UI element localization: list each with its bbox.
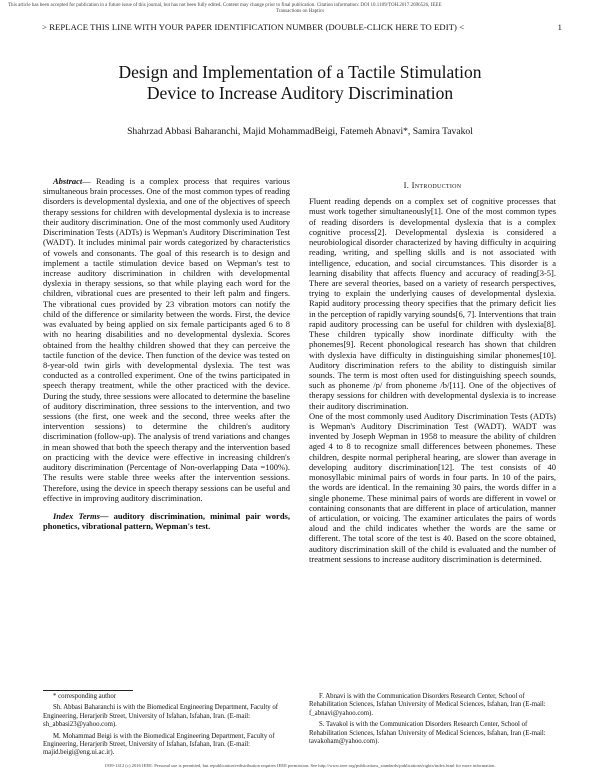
left-column: Abstract— Reading is a complex process t… bbox=[43, 176, 290, 531]
author-list: Shahrzad Abbasi Baharanchi, Majid Mohamm… bbox=[127, 126, 473, 137]
paper-title: Design and Implementation of a Tactile S… bbox=[40, 62, 560, 104]
publication-notice-line1: This article has been accepted for publi… bbox=[8, 3, 442, 8]
intro-paragraph-2: One of the most commonly used Auditory D… bbox=[309, 410, 556, 564]
footnote-corresponding: * corresponding author bbox=[53, 693, 117, 700]
index-terms-label: Index Terms bbox=[53, 511, 100, 521]
index-terms: Index Terms— auditory discrimination, mi… bbox=[43, 511, 290, 531]
title-line1: Design and Implementation of a Tactile S… bbox=[118, 62, 482, 82]
footnote-author-1: Sh. Abbasi Baharanchi is with the Biomed… bbox=[43, 704, 279, 729]
section-heading: I. Introduction bbox=[309, 180, 556, 190]
abstract-text: — Reading is a complex process that requ… bbox=[43, 176, 290, 503]
footnote-author-2: M. Mohammad Beigi is with the Biomedical… bbox=[43, 732, 275, 757]
intro-paragraph-1: Fluent reading depends on a complex set … bbox=[309, 196, 556, 411]
footnote-author-4: S. Tavakol is with the Communication Dis… bbox=[309, 721, 546, 746]
abstract: Abstract— Reading is a complex process t… bbox=[43, 176, 290, 503]
header-text: > REPLACE THIS LINE WITH YOUR PAPER IDEN… bbox=[42, 22, 465, 32]
page-number: 1 bbox=[557, 22, 562, 32]
publication-notice-line2: Transactions on Haptics bbox=[275, 9, 325, 14]
section-number: I. bbox=[403, 180, 410, 190]
section-title: Introduction bbox=[411, 180, 462, 190]
footnote-author-3: F. Abnavi is with the Communication Diso… bbox=[309, 693, 546, 717]
publication-notice: This article has been accepted for publi… bbox=[8, 3, 592, 15]
running-header: > REPLACE THIS LINE WITH YOUR PAPER IDEN… bbox=[42, 22, 562, 32]
footnote-divider bbox=[43, 690, 133, 691]
footnotes-left: * corresponding author Sh. Abbasi Bahara… bbox=[43, 693, 290, 761]
right-column: I. Introduction Fluent reading depends o… bbox=[309, 180, 556, 564]
index-terms-text: — auditory discrimination, minimal pair … bbox=[43, 511, 290, 532]
abstract-label: Abstract bbox=[53, 176, 83, 186]
copyright-notice: 1939-1412 (c) 2016 IEEE. Personal use is… bbox=[104, 763, 496, 768]
footnotes-right: F. Abnavi is with the Communication Diso… bbox=[309, 693, 556, 749]
title-line2: Device to Increase Auditory Discriminati… bbox=[146, 83, 454, 103]
